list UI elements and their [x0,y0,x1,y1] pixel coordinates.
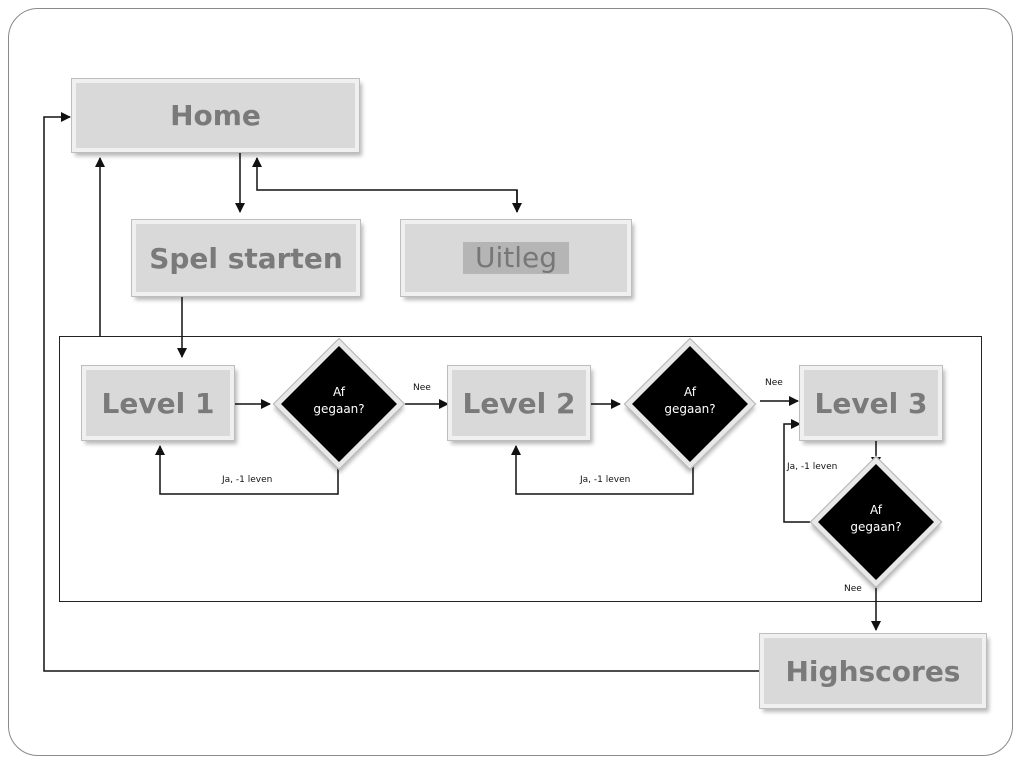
node-uitleg: Uitleg [400,219,632,297]
node-uitleg-label: Uitleg [462,242,570,274]
node-level3: Level 3 [799,365,943,441]
edge-label-nee-2: Nee [765,378,783,388]
node-level2: Level 2 [447,365,591,441]
node-spel-starten-label: Spel starten [149,241,343,275]
edge-label-nee-3: Nee [844,584,862,594]
decision-3-text: Af gegaan? [831,502,921,536]
edge-label-ja-2: Ja, -1 leven [580,475,631,485]
node-level3-label: Level 3 [814,386,928,420]
game-loop-frame [59,336,982,602]
decision-2-line2: gegaan? [664,402,716,416]
edge-label-ja-1: Ja, -1 leven [222,475,273,485]
node-home-label: Home [170,99,261,132]
node-highscores: Highscores [759,633,987,709]
node-level1-label: Level 1 [101,386,215,420]
edge-highscores-to-home [43,112,760,672]
edge-label-ja-3: Ja, -1 leven [787,462,838,472]
decision-1-line1: Af [332,385,345,399]
edge-d3-to-level3 [783,419,811,523]
node-level2-label: Level 2 [462,386,576,420]
node-spel-starten: Spel starten [131,219,361,297]
decision-3-line2: gegaan? [850,520,902,534]
edge-d1-to-level1 [155,445,339,495]
decision-2-line1: Af [683,385,696,399]
node-level1: Level 1 [81,365,235,441]
decision-2-text: Af gegaan? [645,384,735,418]
decision-1-text: Af gegaan? [294,384,384,418]
decision-3-line1: Af [869,503,882,517]
decision-1-line2: gegaan? [313,402,365,416]
edge-label-nee-1: Nee [413,383,431,393]
edge-d2-to-level2 [511,445,694,495]
node-home: Home [71,78,360,153]
node-highscores-label: Highscores [785,654,961,688]
edge-uitleg-home [252,157,518,212]
